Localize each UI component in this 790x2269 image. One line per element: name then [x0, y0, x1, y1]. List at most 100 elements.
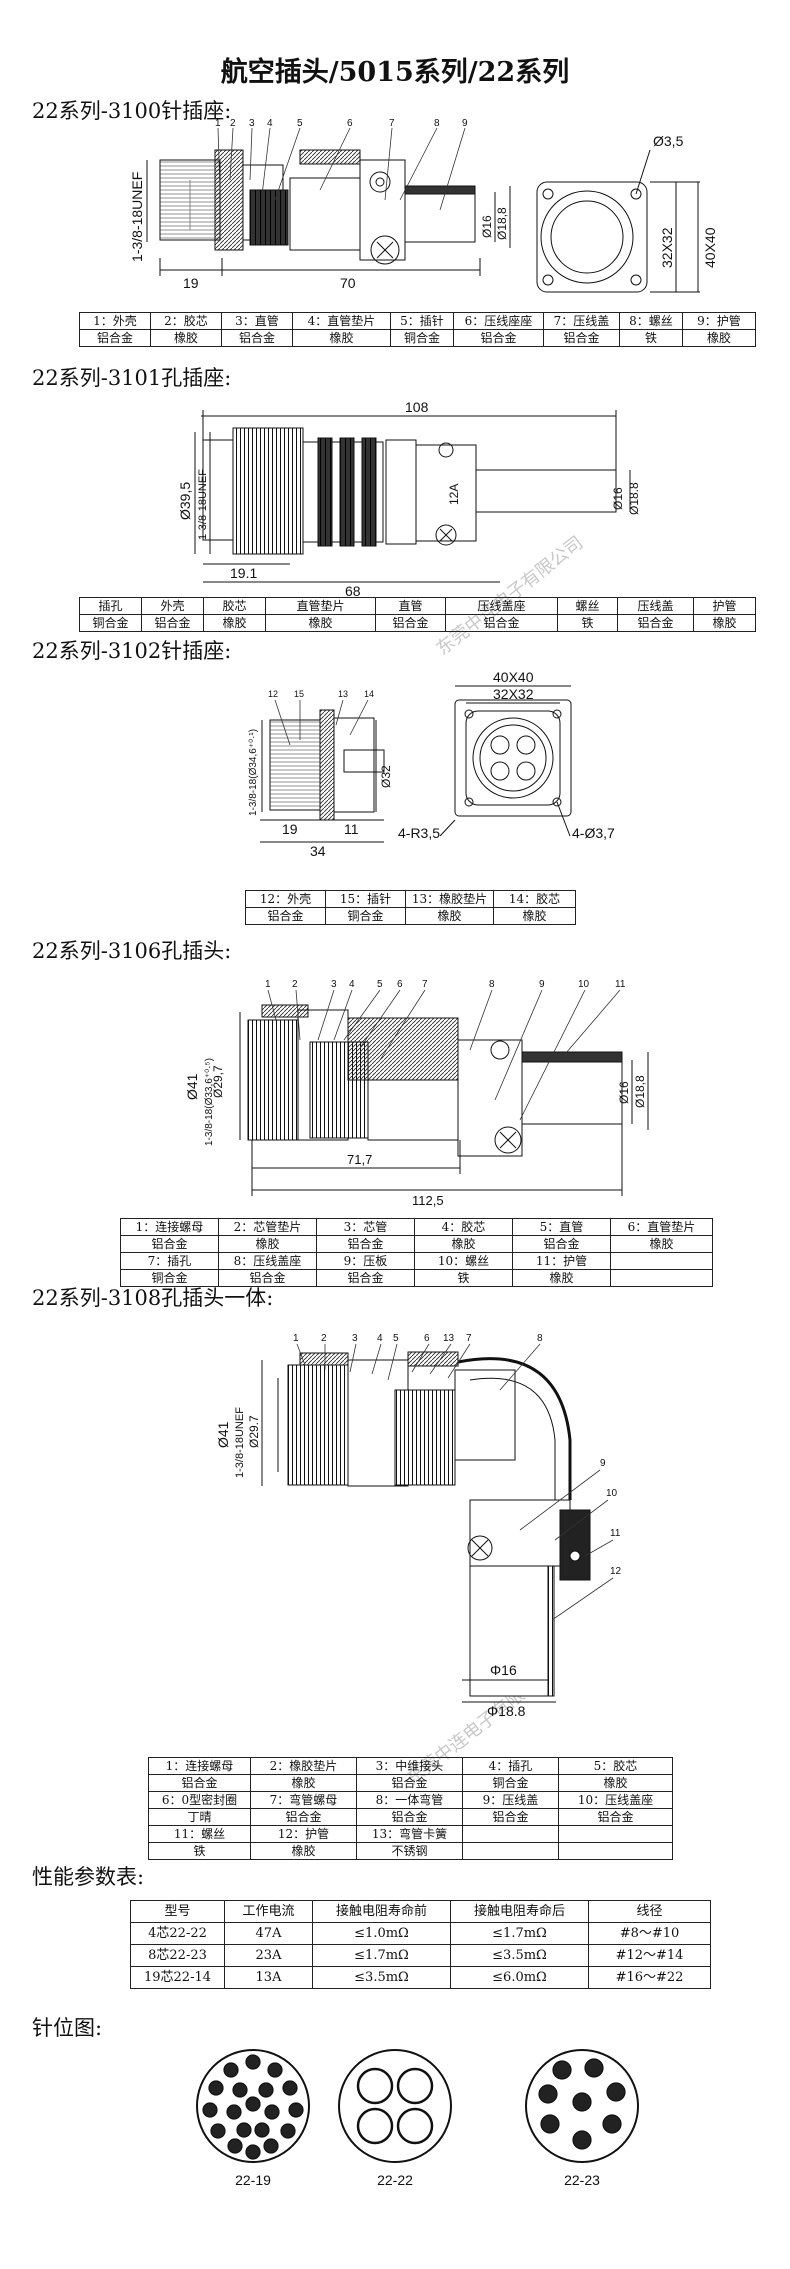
section-3102-heading: 22系列-3102针插座: — [32, 639, 232, 663]
callouts-3108: 1 2 3 4 5 6 13 7 8 9 10 11 12 — [293, 1333, 622, 1577]
table-cell: 6：0型密封圈 — [148, 1791, 251, 1809]
dim-label: 112,5 — [412, 1193, 444, 1208]
table-header: 工作电流 — [224, 1900, 313, 1923]
dim-label: Ø16 — [611, 487, 625, 510]
callout: 7 — [466, 1333, 472, 1344]
table-cell: 8：螺丝 — [619, 312, 683, 330]
table-cell: 13：弯管卡簧 — [356, 1825, 463, 1843]
table-row: 丁晴铝合金铝合金铝合金铝合金 — [148, 1808, 673, 1826]
table-header: 接触电阻寿命前 — [312, 1900, 451, 1923]
dim-label: 1-3/8-18(Ø34,6⁺⁰·¹) — [248, 729, 259, 816]
table-cell: 3：直管 — [221, 312, 293, 330]
table-cell: 橡胶 — [405, 907, 494, 925]
table-cell: 铝合金 — [445, 614, 558, 632]
table-row: 插孔外壳胶芯直管垫片直管压线盖座螺丝压线盖护管 — [79, 597, 756, 615]
table-cell: 铝合金 — [120, 1235, 219, 1253]
table-cell: 14：胶芯 — [493, 890, 576, 908]
table-cell — [558, 1825, 673, 1843]
table-cell: 15：插针 — [325, 890, 406, 908]
callout: 4 — [349, 979, 355, 990]
callout: 3 — [352, 1333, 358, 1344]
table-header: 型号 — [130, 1900, 225, 1923]
table-cell: 铝合金 — [617, 614, 694, 632]
table-cell: 橡胶 — [414, 1235, 513, 1253]
dim-label: 19 — [282, 821, 298, 837]
callout: 2 — [230, 118, 236, 129]
drawing-3108 — [261, 1343, 614, 1703]
dim-label: 40X40 — [493, 669, 534, 685]
table-cell: 不锈钢 — [356, 1842, 463, 1860]
dim-label: 70 — [340, 275, 356, 291]
table-cell: ≤1.0mΩ — [312, 1922, 451, 1945]
table-cell: 铜合金 — [462, 1774, 559, 1792]
table-cell: 铝合金 — [141, 614, 204, 632]
dim-label: Ø16 — [617, 1081, 631, 1104]
callout: 6 — [397, 979, 403, 990]
table-cell: 5：直管 — [512, 1218, 611, 1236]
dim-label: Ø41 — [184, 1073, 200, 1100]
table-cell: 1：连接螺母 — [148, 1757, 251, 1775]
section-perf-heading: 性能参数表: — [32, 1865, 145, 1889]
table-cell — [462, 1842, 559, 1860]
callout: 2 — [292, 979, 298, 990]
dim-label: 1-3/8-18UNEF — [129, 172, 145, 262]
table-cell: ≤3.5mΩ — [312, 1966, 451, 1989]
table-row: 铝合金铜合金橡胶橡胶 — [245, 907, 576, 925]
table-cell: 7：弯管螺母 — [250, 1791, 357, 1809]
dim-label: 108 — [405, 399, 429, 415]
table-cell: ≤1.7mΩ — [312, 1944, 451, 1967]
table-cell: 橡胶 — [250, 1842, 357, 1860]
callout: 7 — [389, 118, 395, 129]
table-cell: 9：压板 — [316, 1252, 415, 1270]
table-cell: 插孔 — [79, 597, 142, 615]
callouts-3106: 1 2 3 4 5 6 7 8 9 10 11 — [265, 979, 626, 990]
table-cell: 2：胶芯 — [150, 312, 222, 330]
callout: 3 — [249, 118, 255, 129]
table-cell: 橡胶 — [250, 1774, 357, 1792]
dim-label: Ø3,5 — [653, 133, 684, 149]
table-cell: 8：一体弯管 — [356, 1791, 463, 1809]
table-cell: 19芯22-14 — [130, 1966, 225, 1989]
table-cell: 橡胶 — [292, 329, 391, 347]
table-cell: 铁 — [619, 329, 683, 347]
dim-label: Ø18,8 — [633, 1075, 647, 1108]
callout: 13 — [443, 1333, 455, 1344]
table-row: 铝合金橡胶铝合金铜合金橡胶 — [148, 1774, 673, 1792]
pinmap-label: 22-22 — [377, 2172, 413, 2188]
table-cell: 压线盖 — [617, 597, 694, 615]
table-cell: 10：螺丝 — [414, 1252, 513, 1270]
table-cell — [610, 1269, 713, 1287]
table-cell: 橡胶 — [203, 614, 266, 632]
table-cell: 13：橡胶垫片 — [405, 890, 494, 908]
table-cell: 5：插针 — [390, 312, 454, 330]
dim-label: 40X40 — [702, 227, 718, 268]
callouts-3102: 12 15 13 14 — [268, 689, 374, 699]
callout: 8 — [489, 979, 495, 990]
table-cell: 9：护管 — [682, 312, 756, 330]
table-cell: 铝合金 — [356, 1808, 463, 1826]
table-cell: 橡胶 — [218, 1235, 317, 1253]
dim-label: 1-3/8-18UNEF — [197, 469, 209, 540]
table-cell: 外壳 — [141, 597, 204, 615]
dim-label: Ø32 — [379, 765, 393, 788]
table-cell: 6：直管垫片 — [610, 1218, 713, 1236]
table-cell: 10：压线盖座 — [558, 1791, 673, 1809]
table-cell: 铝合金 — [375, 614, 446, 632]
table-cell: 铝合金 — [316, 1235, 415, 1253]
table-cell: 铁 — [557, 614, 618, 632]
callout: 8 — [537, 1333, 543, 1344]
table-cell: 13A — [224, 1966, 313, 1989]
dim-label: Ø41 — [215, 1421, 231, 1448]
table-cell: 铁 — [414, 1269, 513, 1287]
dim-label: 11 — [344, 821, 359, 837]
table-header: 线径 — [588, 1900, 711, 1923]
